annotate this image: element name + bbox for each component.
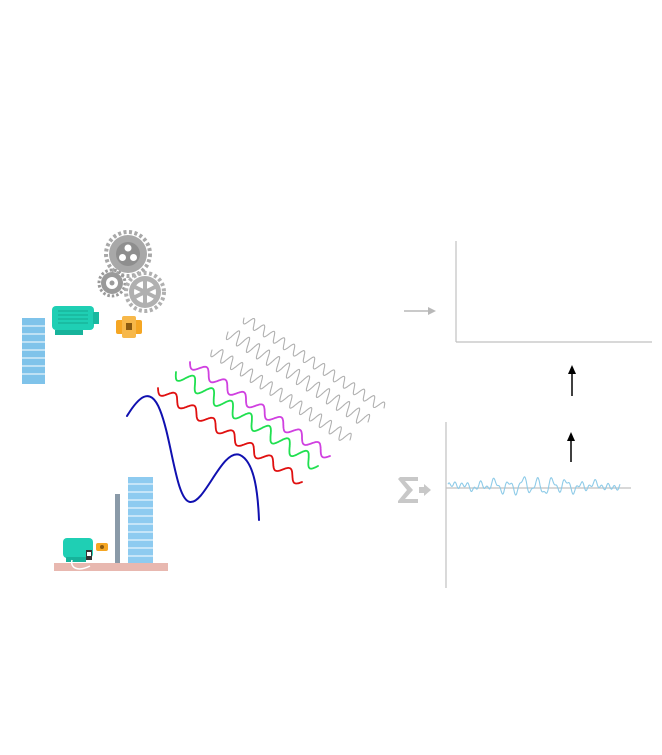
gear-large-icon [104,230,152,278]
motor-icon [52,306,99,335]
gray-wave-2 [225,330,371,424]
machine-assembly [54,477,168,571]
magenta-wave [189,361,331,459]
wave-group [126,317,386,521]
signal-axes [445,422,631,588]
gray-wave-3 [242,317,386,409]
stack-tower-icon [128,477,153,563]
low-frequency-wave [126,395,260,521]
up-arrow-icon-1 [568,365,576,396]
small-motor-icon [63,538,93,562]
gear-small-icon [97,268,127,298]
gears-icon [97,230,166,313]
base-plate [54,563,168,571]
gray-arrow-icon [404,307,436,315]
red-wave [157,387,303,485]
combined-signal-line [447,476,621,496]
small-coupling-icon [96,543,108,551]
column-post [115,494,120,563]
green-wave [174,371,319,470]
coupling-icon [116,316,142,338]
cable [70,559,91,570]
sigma-icon [398,477,431,503]
gear-medium-icon [124,271,166,313]
stack-icon [22,318,45,384]
gray-wave-1 [210,349,352,441]
spectrum-axes [455,241,652,343]
up-arrow-icon-2 [567,432,575,462]
